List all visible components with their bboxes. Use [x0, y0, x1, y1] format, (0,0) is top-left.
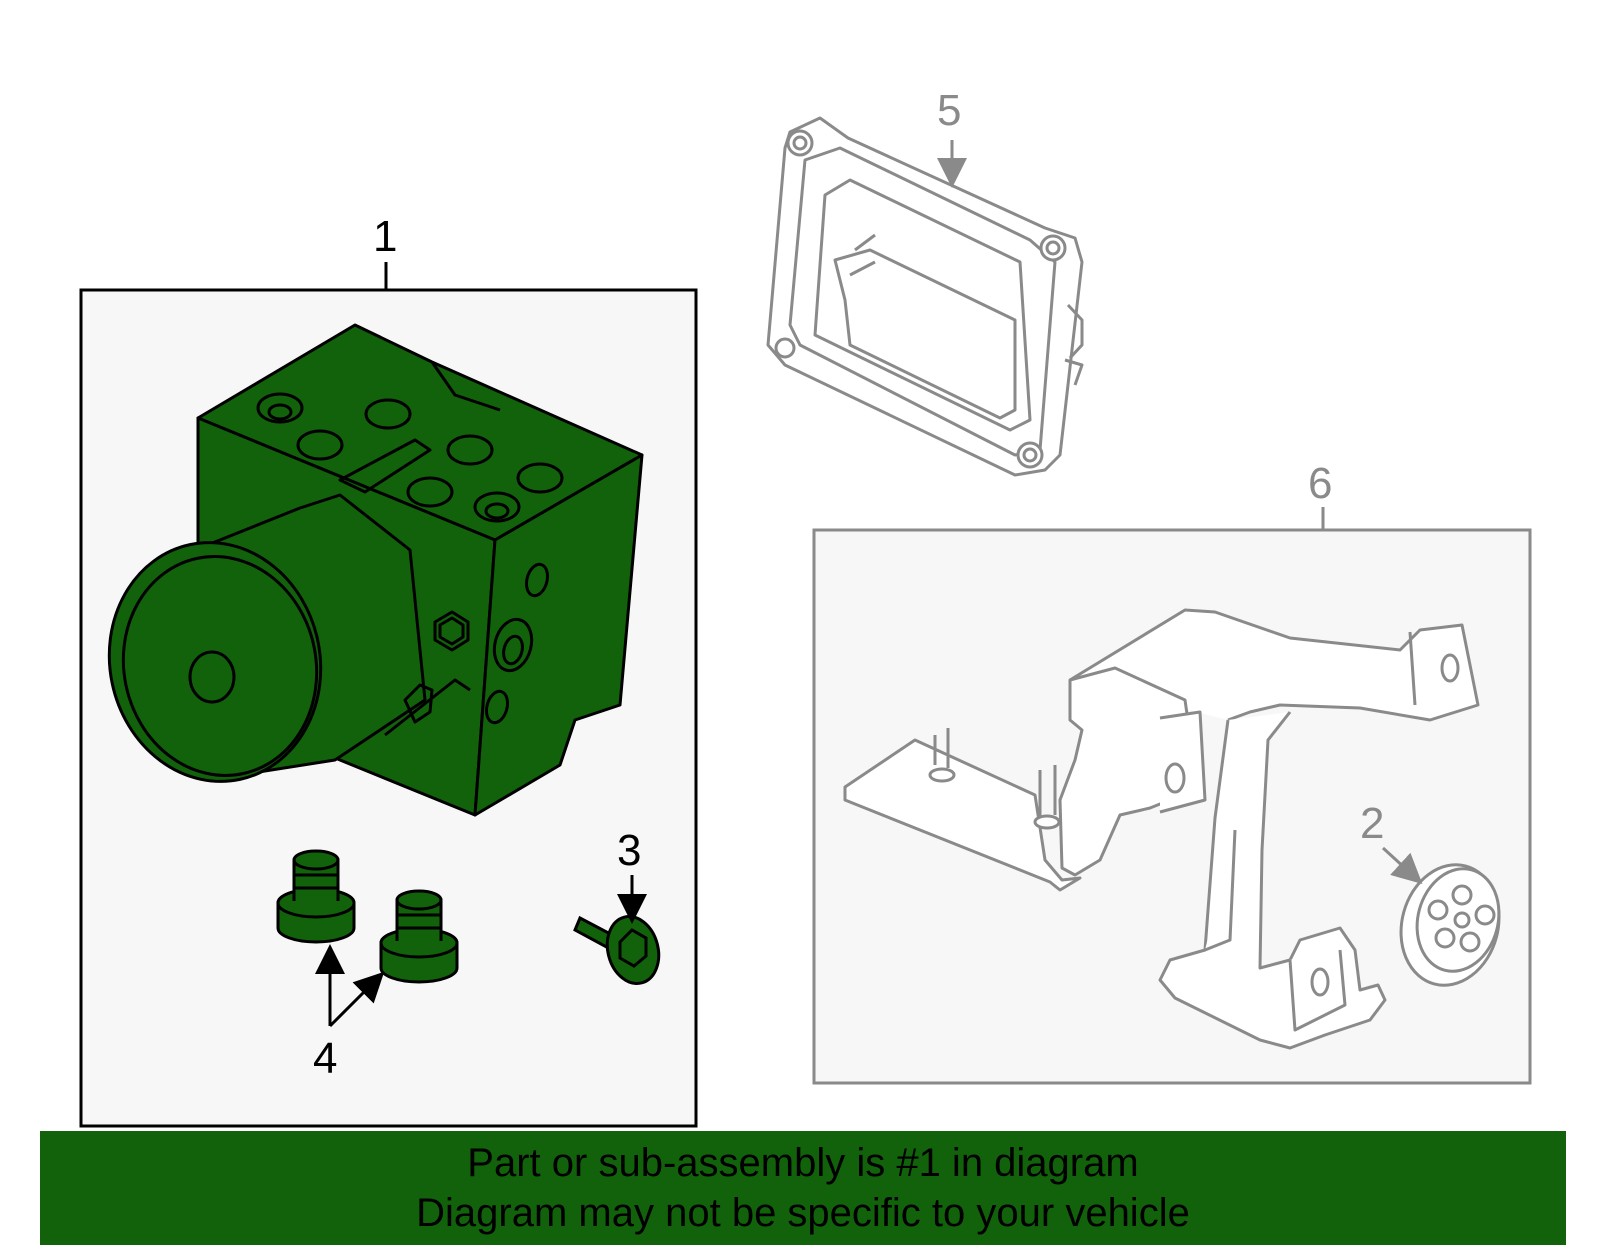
callout-2: 2: [1360, 799, 1384, 848]
callout-1: 1: [373, 212, 397, 261]
banner-line-1: Part or sub-assembly is #1 in diagram: [467, 1141, 1139, 1185]
info-banner: Part or sub-assembly is #1 in diagram Di…: [40, 1131, 1566, 1245]
callout-2-arrow: [1381, 846, 1423, 885]
banner-line-2: Diagram may not be specific to your vehi…: [416, 1191, 1190, 1235]
mounting-bolt[interactable]: [573, 911, 666, 990]
mounting-bracket[interactable]: [843, 608, 1480, 1050]
bushing-right[interactable]: [379, 889, 459, 984]
callout-3: 3: [617, 826, 641, 875]
callout-6: 6: [1308, 459, 1332, 508]
callout-5: 5: [937, 86, 961, 135]
callout-4-arrows: [315, 944, 385, 1028]
abs-modulator-unit[interactable]: [87, 323, 644, 817]
control-module-cover[interactable]: [766, 116, 1084, 477]
grommet[interactable]: [1388, 854, 1512, 997]
bushing-left[interactable]: [276, 849, 356, 944]
callout-4: 4: [313, 1034, 337, 1083]
